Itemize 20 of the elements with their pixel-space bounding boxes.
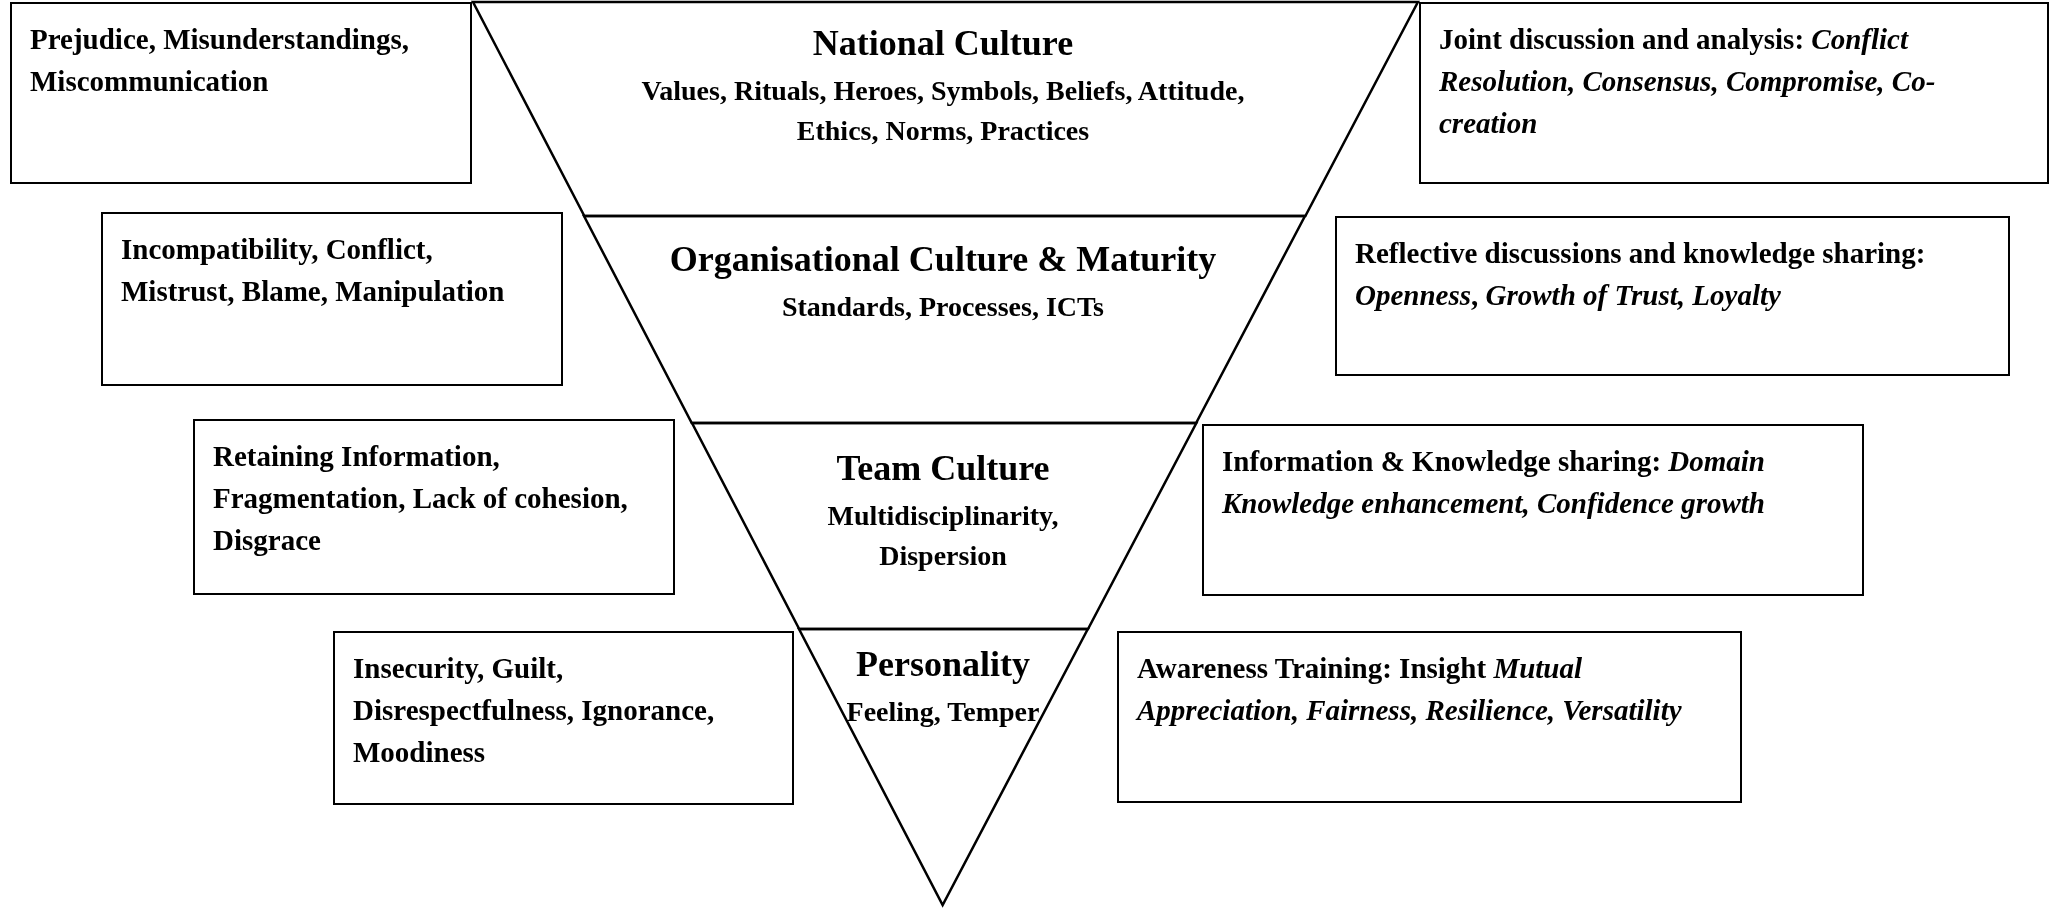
solution-box: Reflective discussions and knowledge sharing: Openness, Growth of Trust, Loyalty xyxy=(1335,216,2010,376)
solution-box: Awareness Training: Insight Mutual Appreciation, Fairness, Resilience, Versatility xyxy=(1117,631,1742,803)
band-heading: Organisational Culture & Maturity xyxy=(668,238,1218,281)
band-heading: Personality xyxy=(855,643,1031,686)
triangle-band xyxy=(584,216,1306,423)
problem-box: Incompatibility, Conflict, Mistrust, Blame, Manipulation xyxy=(101,212,563,386)
band-text: Feeling, Temper xyxy=(845,694,1041,729)
band-heading: Team Culture xyxy=(835,447,1051,490)
problem-box: Retaining Information, Fragmentation, Lack of cohesion, Disgrace xyxy=(193,419,675,595)
band-text: Multidisciplinarity, Dispersion xyxy=(826,498,1060,574)
solution-box: Joint discussion and analysis: Conflict Resolution, Consensus, Compromise, Co-creation xyxy=(1419,2,2049,184)
solution-box: Information & Knowledge sharing: Domain Knowledge enhancement, Confidence growth xyxy=(1202,424,1864,596)
band-heading: National Culture xyxy=(811,22,1075,65)
band-text: Standards, Processes, ICTs xyxy=(780,289,1105,324)
band-text: Values, Rituals, Heroes, Symbols, Beliefs, Attitude, Ethics, Norms, Practices xyxy=(640,73,1246,149)
problem-box: Insecurity, Guilt, Disrespectfulness, Ignorance, Moodiness xyxy=(333,631,794,805)
triangle-band xyxy=(799,629,1089,905)
triangle-band xyxy=(473,2,1418,216)
triangle-band xyxy=(692,423,1197,629)
problem-box: Prejudice, Misunderstandings, Miscommunication xyxy=(10,2,472,184)
